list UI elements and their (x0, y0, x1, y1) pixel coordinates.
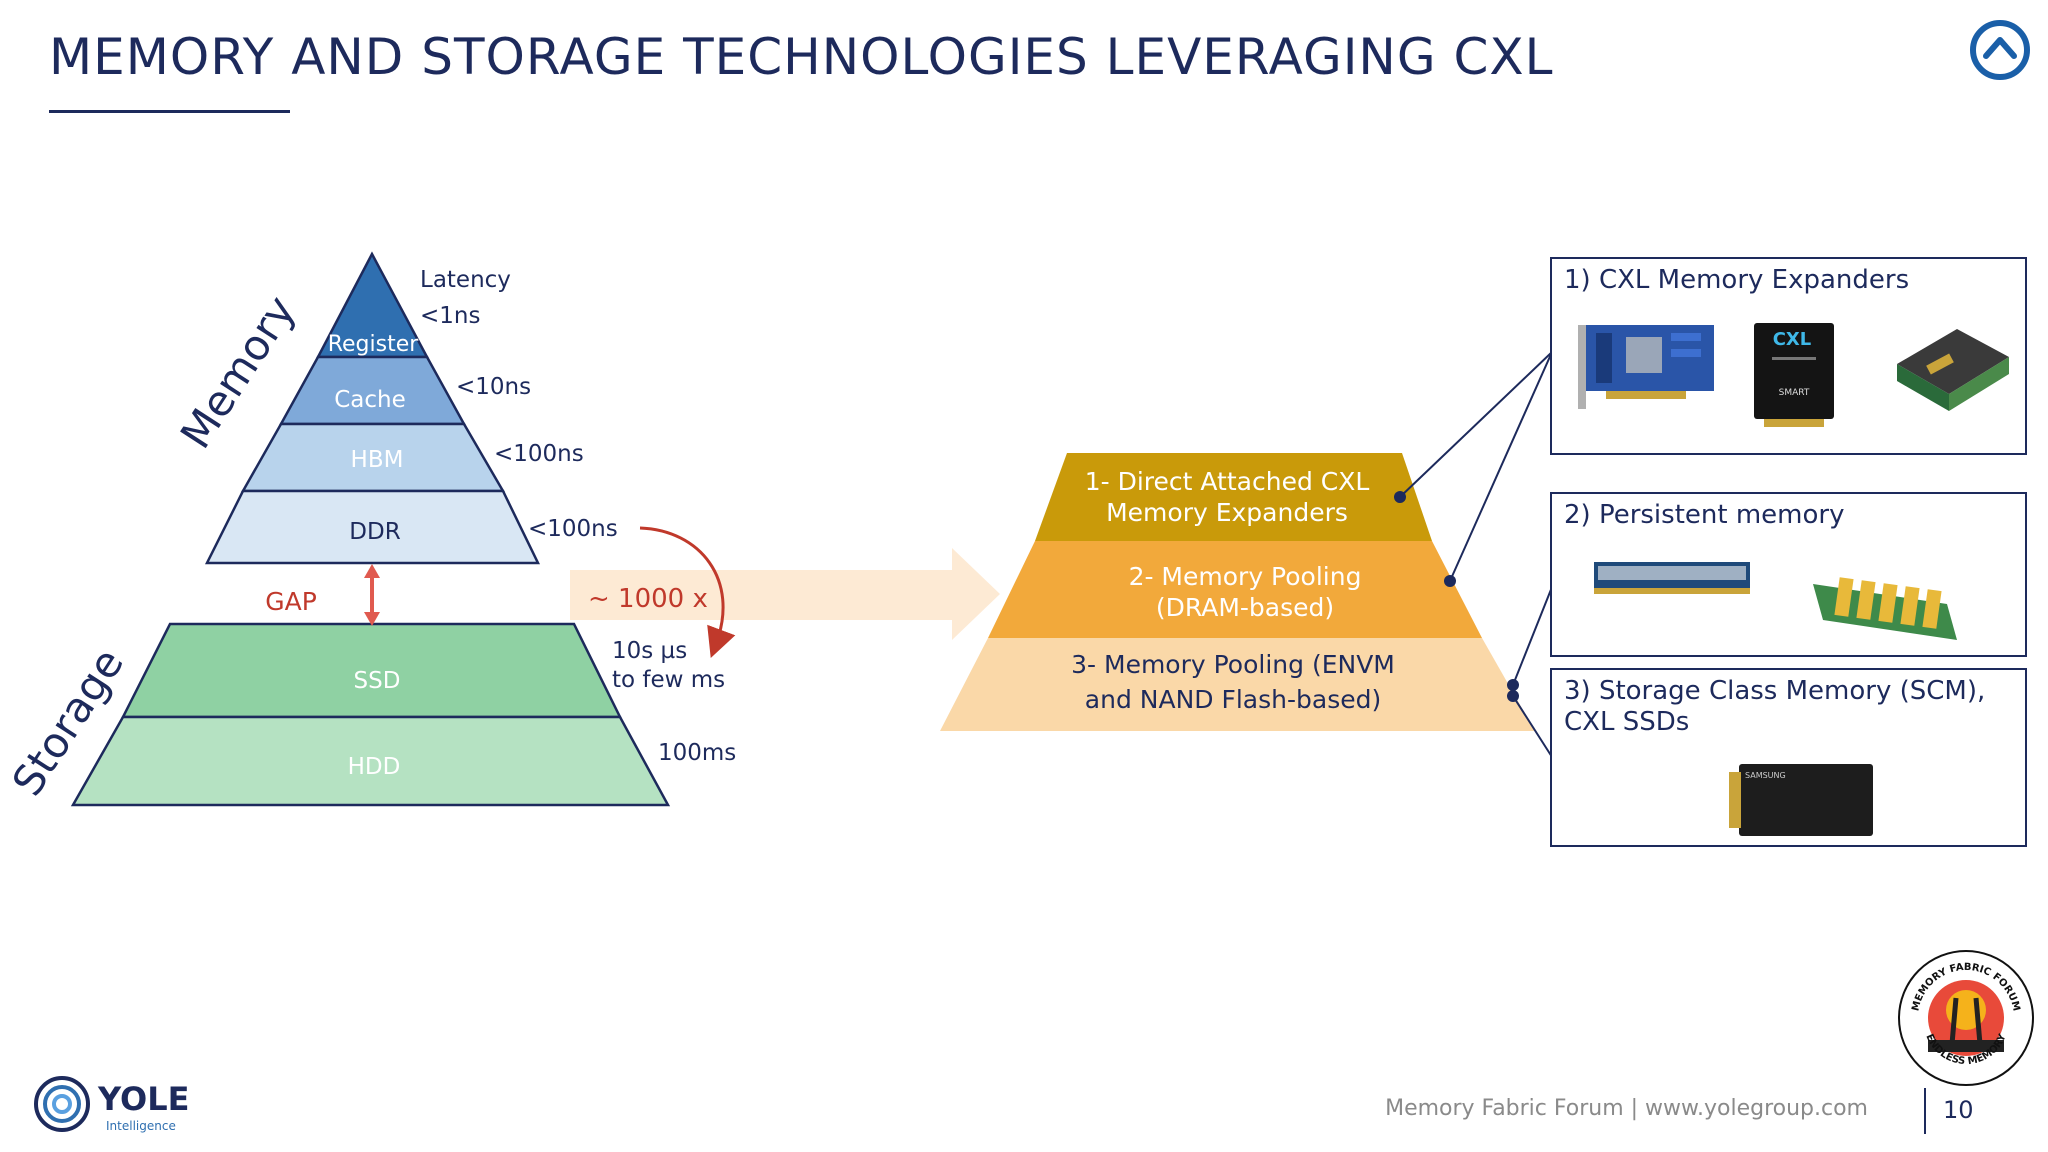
slide-title: MEMORY AND STORAGE TECHNOLOGIES LEVERAGI… (49, 28, 1554, 86)
gap-arrow-up (364, 564, 380, 578)
latency-hdd: 100ms (658, 740, 736, 766)
level-ddr-label: DDR (349, 519, 400, 545)
latency-ssd-line2: to few ms (612, 667, 725, 693)
cxl-module-image: CXL SMART (1754, 323, 1834, 427)
pyramid-hdd (70, 715, 671, 807)
cxl-module-text: CXL (1773, 329, 1812, 350)
connector-dot-4 (1507, 690, 1519, 702)
level-hdd-label: HDD (348, 754, 401, 780)
chevron-up-logo-icon (1970, 20, 2030, 80)
level-hbm-label: HBM (351, 447, 404, 473)
yole-logo-sub: Intelligence (106, 1119, 176, 1133)
panel-scm-cxl-ssds: 3) Storage Class Memory (SCM), CXL SSDs … (1550, 668, 2027, 847)
pcie-card-image (1578, 325, 1714, 409)
title-underline (49, 110, 290, 113)
level-cache-label: Cache (334, 387, 406, 413)
latency-ddr: <100ns (528, 516, 618, 542)
connector-2 (1449, 351, 1553, 582)
cxl-tier-2-line2: (DRAM-based) (1156, 593, 1334, 622)
yole-logo: YOLE Intelligence (34, 1076, 189, 1133)
level-ssd-label: SSD (354, 668, 401, 694)
memory-fabric-forum-logo: MEMORY FABRIC FORUM ENDLESS MEMORY (1898, 950, 2034, 1086)
panel-2-title: 2) Persistent memory (1564, 500, 1845, 530)
samsung-ssd-image: SAMSUNG (1729, 764, 1873, 836)
panel-cxl-memory-expanders: 1) CXL Memory Expanders CXL SMART (1550, 257, 2027, 455)
pmem-dimm-image (1594, 562, 1750, 594)
connector-dot-3 (1507, 679, 1519, 691)
cxl-tier-1-line2: Memory Expanders (1106, 498, 1348, 527)
gap-arrow-down (364, 612, 380, 626)
latency-hbm: <100ns (494, 441, 584, 467)
cxl-tier-3-line2: and NAND Flash-based) (1085, 685, 1381, 714)
cxl-tier-3 (940, 638, 1535, 731)
pyramid-ddr (204, 489, 540, 565)
panel-3-title-line2: CXL SSDs (1564, 707, 1690, 737)
latency-header: Latency (420, 267, 511, 293)
flow-arrow (570, 548, 1000, 640)
cxl-tier-2 (988, 541, 1482, 638)
connector-1 (1399, 351, 1553, 498)
ssd-brand-text: SAMSUNG (1745, 771, 1786, 780)
footer-text: Memory Fabric Forum | www.yolegroup.com (1385, 1096, 1868, 1121)
ssd-card-image (1897, 329, 2009, 411)
connector-dot-1 (1394, 491, 1406, 503)
page-number: 10 (1943, 1096, 1974, 1124)
cxl-tier-2-line1: 2- Memory Pooling (1129, 562, 1362, 591)
cxl-module-brand: SMART (1779, 388, 1810, 398)
cxl-tier-1 (1035, 453, 1432, 541)
yole-logo-name: YOLE (97, 1080, 189, 1118)
footer-separator (1924, 1088, 1926, 1134)
latency-cache: <10ns (456, 374, 531, 400)
cxl-tier-3-line1: 3- Memory Pooling (ENVM (1071, 650, 1395, 679)
curved-arrow (639, 526, 736, 659)
panel-persistent-memory: 2) Persistent memory (1550, 492, 2027, 657)
latency-ssd-line1: 10s µs (612, 638, 687, 664)
panel-3-title: 3) Storage Class Memory (SCM), CXL SSDs (1564, 676, 1985, 738)
panel-3-title-line1: 3) Storage Class Memory (SCM), (1564, 676, 1986, 706)
multiplier-label: ~ 1000 x (588, 584, 708, 614)
level-register-label: Register (328, 332, 420, 357)
connector-4 (1512, 695, 1553, 758)
panel-1-title: 1) CXL Memory Expanders (1564, 265, 1910, 295)
connector-dot-2 (1444, 575, 1456, 587)
nvdimm-card-image (1813, 577, 1957, 640)
latency-register: <1ns (420, 303, 480, 329)
cxl-tier-1-line1: 1- Direct Attached CXL (1085, 467, 1370, 496)
connector-3 (1512, 586, 1553, 686)
gap-label: GAP (265, 587, 317, 616)
